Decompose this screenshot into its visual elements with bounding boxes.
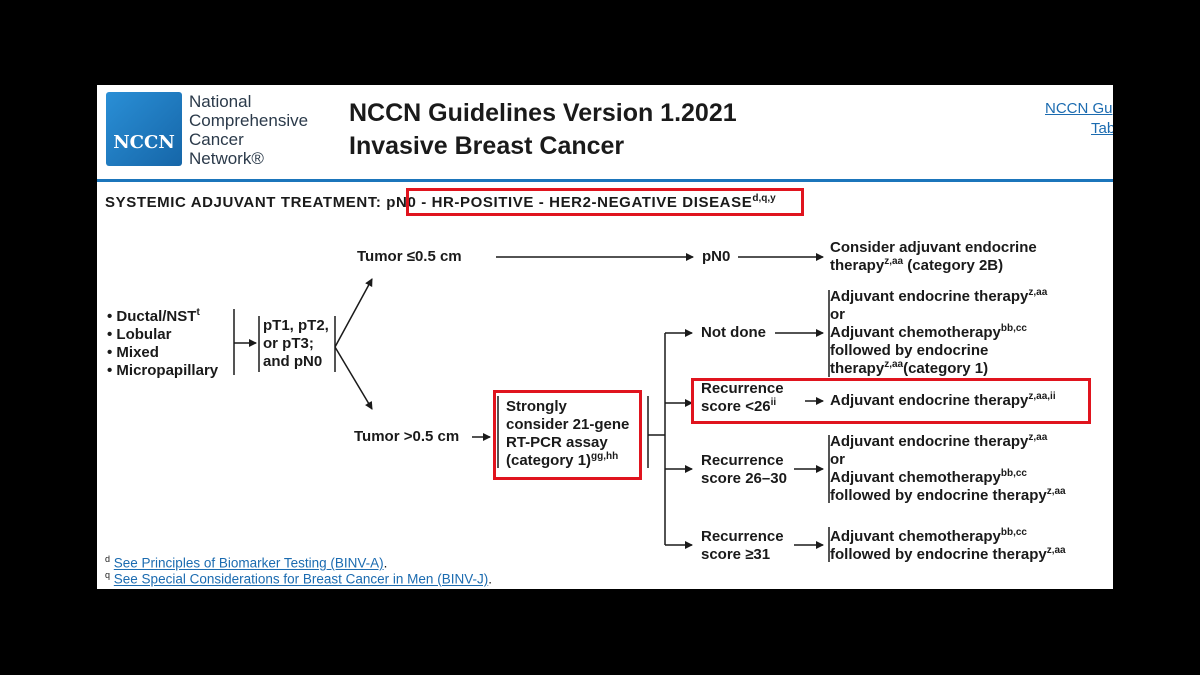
list-item-mixed: • Mixed [107, 344, 159, 361]
list-item-micropapillary: • Micropapillary [107, 362, 219, 379]
footnote-link-men[interactable]: See Special Considerations for Breast Ca… [113, 571, 489, 587]
rs-low-label: Recurrence score <26ii [701, 380, 784, 415]
flowchart-connectors [233, 253, 830, 562]
tumor-small-label: Tumor ≤0.5 cm [357, 248, 462, 265]
tumor-large-label: Tumor >0.5 cm [354, 428, 460, 445]
heading-prefix: SYSTEMIC ADJUVANT TREATMENT: [105, 194, 387, 211]
assay-recommendation: Strongly consider 21-gene RT-PCR assay (… [506, 398, 630, 469]
list-item-ductal: • Ductal/NSTt [107, 307, 200, 326]
heading-highlight: pN0 - HR-POSITIVE - HER2-NEGATIVE DISEAS… [386, 194, 753, 211]
highlight-box-heading [406, 188, 804, 216]
not-done-label: Not done [701, 324, 766, 341]
rs-high-label: Recurrence score ≥31 [701, 528, 784, 563]
list-item-lobular: • Lobular [107, 326, 172, 343]
highlight-box-assay [493, 390, 642, 480]
logo-text: NCCN [113, 132, 175, 153]
footnote-d: d See Principles of Biomarker Testing (B… [105, 554, 388, 571]
title-line-topic: Invasive Breast Cancer [349, 132, 625, 160]
rs-mid-recommendation: Adjuvant endocrine therapyz,aa or Adjuva… [830, 432, 1066, 505]
org-line: Comprehensive [189, 111, 309, 130]
heading-footnote-refs: d,q,y [752, 193, 776, 204]
nccn-logo: NCCN [106, 92, 182, 166]
arrow-to-tumor-small [334, 278, 373, 348]
org-line: Cancer [189, 130, 244, 149]
section-heading: SYSTEMIC ADJUVANT TREATMENT: pN0 - HR-PO… [105, 193, 776, 211]
nav-link-guidelines[interactable]: NCCN Gu [1045, 100, 1113, 117]
organization-name: National Comprehensive Cancer Network® [189, 92, 308, 168]
rs-high-recommendation: Adjuvant chemotherapybb,cc followed by e… [830, 527, 1066, 564]
stage-line: pT1, pT2, [263, 317, 329, 334]
small-tumor-recommendation: Consider adjuvant endocrine therapyz,aa … [830, 239, 1037, 274]
nav-link-table[interactable]: Tab [1091, 120, 1113, 137]
page-title: NCCN Guidelines Version 1.2021 Invasive … [349, 97, 737, 163]
org-line: National [189, 92, 252, 111]
rs-mid-label: Recurrence score 26–30 [701, 452, 787, 487]
arrow-to-tumor-large [334, 346, 373, 410]
stage-line: and pN0 [263, 353, 323, 370]
header-divider [97, 179, 1113, 182]
guideline-page: NCCN National Comprehensive Cancer Netwo… [97, 85, 1113, 589]
footnote-link-biomarker[interactable]: See Principles of Biomarker Testing (BIN… [113, 555, 384, 571]
pn0-label: pN0 [702, 248, 731, 265]
highlight-box-rs-low [691, 378, 1091, 424]
org-line: Network® [189, 149, 264, 168]
rs-low-recommendation: Adjuvant endocrine therapyz,aa,ii [830, 391, 1056, 410]
footnote-q: q See Special Considerations for Breast … [105, 570, 492, 587]
title-line-version: NCCN Guidelines Version 1.2021 [349, 99, 737, 127]
not-done-recommendation: Adjuvant endocrine therapyz,aa or Adjuva… [830, 287, 1048, 378]
stage-line: or pT3; [263, 335, 314, 352]
